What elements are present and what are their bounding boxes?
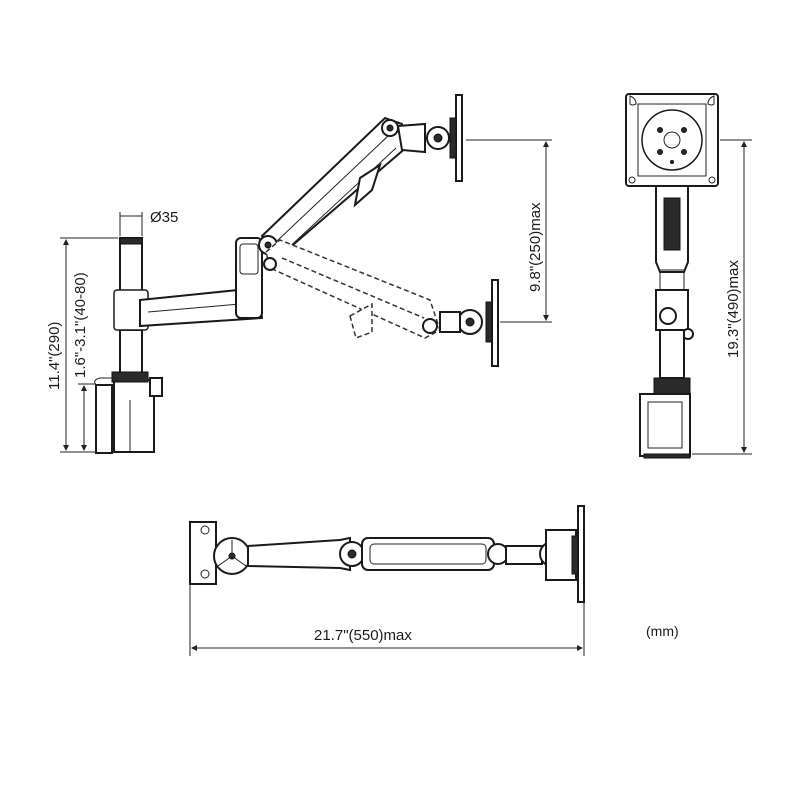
clamp-top bbox=[111, 371, 149, 383]
max-extension-label: 21.7"(550)max bbox=[314, 627, 412, 644]
vesa-disc bbox=[641, 109, 703, 171]
elbow-joint bbox=[235, 237, 263, 319]
arm-top-view bbox=[247, 536, 351, 572]
tension-lever bbox=[353, 162, 382, 208]
max-height-label: 19.3"(490)max bbox=[725, 260, 742, 358]
side-view: Ø35 11.4"(290) 1.6"-3.1"(40-80) 9.8"(250… bbox=[46, 94, 552, 454]
vesa-plate-top bbox=[577, 505, 585, 603]
total-height-label: 11.4"(290) bbox=[46, 322, 63, 390]
clamp-plate bbox=[95, 384, 113, 454]
pole-top bbox=[119, 237, 143, 297]
clamp-knob bbox=[149, 377, 163, 397]
pole-diameter-label: Ø35 bbox=[150, 209, 178, 226]
gas-spring-top-view bbox=[361, 537, 495, 571]
clamp-body bbox=[113, 379, 155, 453]
front-view: 19.3"(490)max bbox=[625, 93, 752, 459]
head-link-top bbox=[505, 545, 543, 565]
gas-spring-arm-raised bbox=[260, 116, 410, 258]
top-view: 21.7"(550)max bbox=[189, 505, 585, 656]
tension-lever-lowered bbox=[349, 302, 373, 339]
vesa-plate-upper bbox=[455, 94, 463, 182]
unit-note: (mm) bbox=[646, 623, 679, 639]
pole-cap bbox=[119, 237, 143, 245]
pole-front bbox=[659, 329, 685, 379]
clamp-range-label: 1.6"-3.1"(40-80) bbox=[72, 272, 89, 378]
vertical-travel-label: 9.8"(250)max bbox=[527, 202, 544, 292]
vesa-plate-lower bbox=[491, 279, 499, 367]
base-top bbox=[189, 521, 217, 585]
